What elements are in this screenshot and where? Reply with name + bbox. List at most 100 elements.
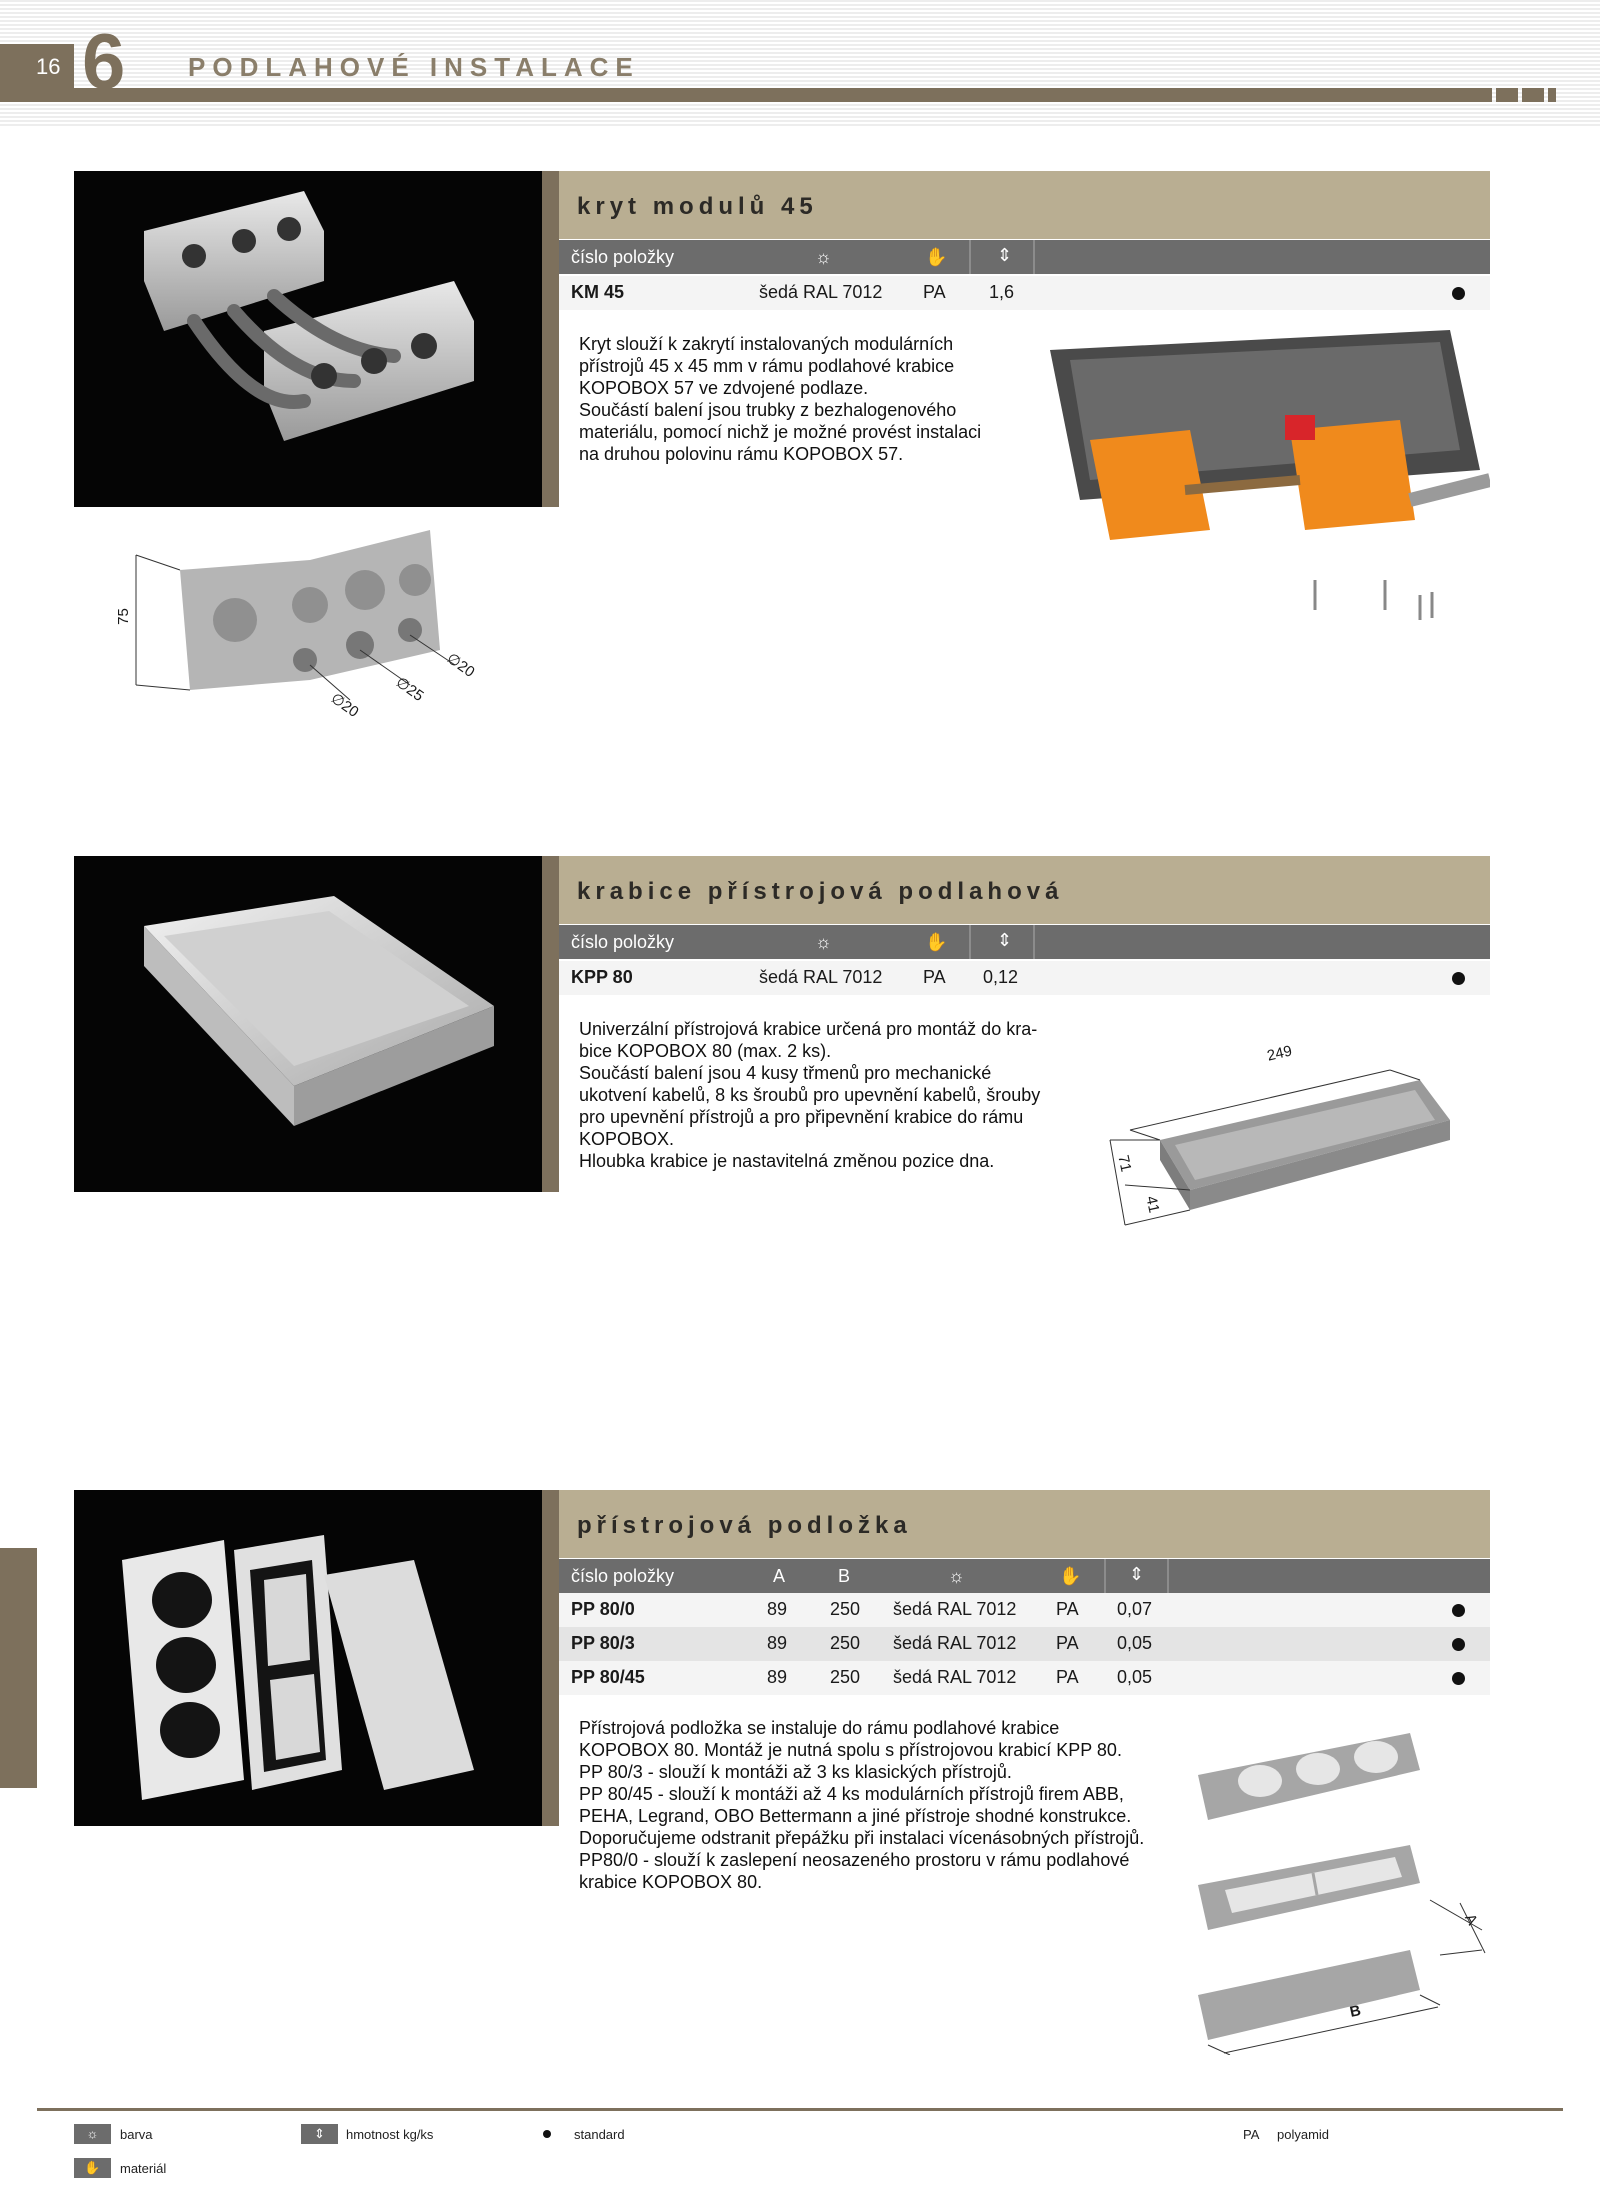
weight-icon: ⇕ [1129,1564,1145,1584]
header-background [0,0,1600,128]
table-row: PP 80/45 89 250 šedá RAL 7012 PA 0,05 [559,1661,1490,1695]
table-header: číslo položky ☼ ✋ ⇕ [559,240,1490,274]
side-tab [0,1548,37,1788]
dimension-depth: 41 [1142,1194,1163,1215]
header-square [1522,88,1544,102]
item-a: 89 [767,1633,788,1653]
col-b: B [838,1566,851,1586]
dimension-height: 71 [1114,1153,1135,1174]
item-weight: 1,6 [989,282,1015,302]
item-material: PA [1056,1599,1079,1619]
item-color: šedá RAL 7012 [893,1667,1017,1687]
header-separator [969,240,971,274]
table-row: KPP 80 šedá RAL 7012 PA 0,12 [559,961,1490,995]
item-material: PA [1056,1667,1079,1687]
legend-pa-abbr: PA [1243,2127,1260,2142]
header-separator [1167,1559,1169,1593]
col-item-number: číslo položky [571,932,675,952]
section-description: Univerzální přístrojová krabice určená p… [579,1019,1041,1171]
item-weight: 0,07 [1117,1599,1153,1619]
sun-icon: ☼ [815,247,832,267]
item-code: PP 80/45 [571,1667,645,1687]
sun-icon: ☼ [74,2124,111,2144]
header-separator [1033,925,1035,959]
product-photo-km45 [74,171,559,507]
standard-dot [1452,287,1465,300]
item-b: 250 [830,1599,861,1619]
table-row: PP 80/3 89 250 šedá RAL 7012 PA 0,05 [559,1627,1490,1661]
standard-dot [1452,972,1465,985]
header-separator [1104,1559,1106,1593]
standard-dot [1452,1638,1465,1651]
table-row: KM 45 šedá RAL 7012 PA 1,6 [559,276,1490,310]
sun-icon: ☼ [815,932,832,952]
item-material: PA [923,967,946,987]
standard-dot [1452,1672,1465,1685]
item-code: KPP 80 [571,967,633,987]
section-title: přístrojová podložka [577,1512,912,1539]
product-photo-pp80 [74,1490,559,1826]
weight-icon: ⇕ [997,930,1013,950]
header-rule [74,88,1492,102]
item-weight: 0,05 [1117,1667,1153,1687]
item-color: šedá RAL 7012 [893,1633,1017,1653]
item-code: PP 80/3 [571,1633,635,1653]
hand-icon: ✋ [1059,1566,1082,1586]
legend-material: materiál [120,2161,167,2176]
photo-accent-strip [542,856,559,1192]
standard-dot-icon [543,2130,551,2138]
legend-standard: standard [574,2127,625,2142]
standard-dot [1452,1604,1465,1617]
header-separator [1033,240,1035,274]
table-row: PP 80/0 89 250 šedá RAL 7012 PA 0,07 [559,1593,1490,1627]
page-number-tab [0,44,74,102]
col-a: A [773,1566,786,1586]
hand-icon: ✋ [925,932,948,952]
header-square [1548,88,1556,102]
item-code: KM 45 [571,282,625,302]
item-color: šedá RAL 7012 [759,282,883,302]
footer-rule [37,2108,1563,2111]
item-a: 89 [767,1599,788,1619]
hand-icon: ✋ [925,247,948,267]
chapter-number: 6 [82,17,126,105]
weight-icon: ⇕ [997,245,1013,265]
legend-weight: hmotnost kg/ks [346,2127,434,2142]
section-title: kryt modulů 45 [577,193,818,220]
item-material: PA [1056,1633,1079,1653]
table-header: číslo položky A B ☼ ✋ ⇕ [559,1559,1490,1593]
header-square [1496,88,1518,102]
header-separator [969,925,971,959]
table-header: číslo položky ☼ ✋ ⇕ [559,925,1490,959]
installation-image-km45 [1020,330,1492,630]
section-title: krabice přístrojová podlahová [577,878,1064,905]
page-number: 16 [36,54,61,79]
hand-icon: ✋ [74,2158,111,2178]
item-material: PA [923,282,946,302]
item-weight: 0,12 [983,967,1019,987]
item-a: 89 [767,1667,788,1687]
section-description: Kryt slouží k zakrytí instalovaných modu… [579,334,982,464]
dimension-height: 75 [114,608,132,625]
photo-accent-strip [542,1490,559,1826]
item-weight: 0,05 [1117,1633,1153,1653]
section-title-bar: krabice přístrojová podlahová [559,856,1490,924]
item-color: šedá RAL 7012 [759,967,883,987]
technical-drawing-kpp80: 249 71 41 [1090,1040,1490,1240]
section-description: Přístrojová podložka se instaluje do rám… [579,1718,1145,1892]
legend-pa-text: polyamid [1277,2127,1330,2142]
item-b: 250 [830,1633,861,1653]
item-code: PP 80/0 [571,1599,635,1619]
section-title-bar: kryt modulů 45 [559,171,1490,239]
chapter-title: PODLAHOVÉ INSTALACE [188,52,640,82]
sun-icon: ☼ [948,1566,965,1586]
legend-color: barva [120,2127,153,2142]
item-b: 250 [830,1667,861,1687]
item-color: šedá RAL 7012 [893,1599,1017,1619]
col-item-number: číslo položky [571,1566,675,1586]
photo-accent-strip [542,171,559,507]
technical-drawing-km45: 75 ∅20 ∅25 ∅20 [110,520,490,730]
technical-drawing-pp80: A B [1180,1725,1500,2056]
product-photo-kpp80 [74,856,559,1192]
weight-icon: ⇕ [301,2124,338,2144]
